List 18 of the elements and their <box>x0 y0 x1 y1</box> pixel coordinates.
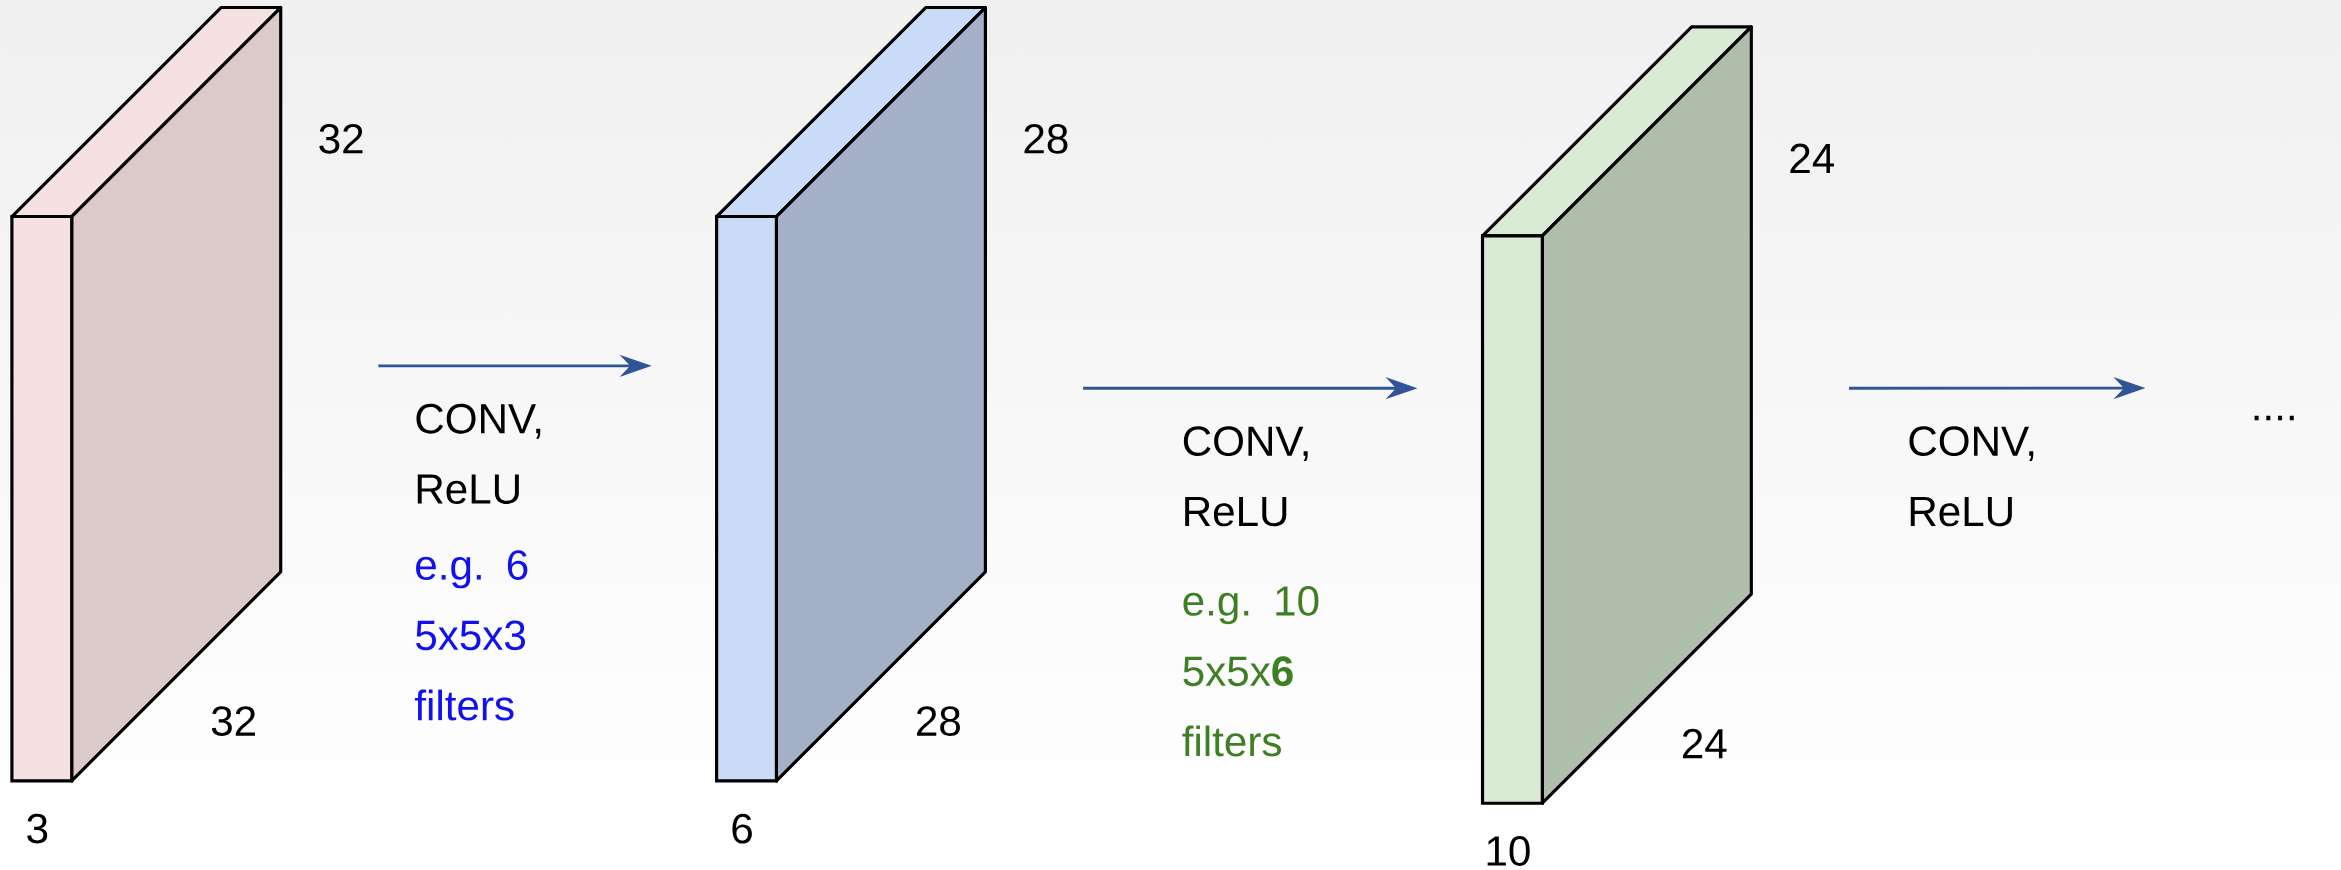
filter-note: e.g. 10 5x5x6 filters <box>1182 585 1319 757</box>
volume-block <box>1480 25 1753 805</box>
edge-label: CONV, ReLU <box>1909 426 2034 527</box>
dimension-label: 24 <box>1790 143 1834 173</box>
filter-note: e.g. 6 5x5x3 filters <box>414 549 528 721</box>
dimension-label: 28 <box>917 706 960 736</box>
dimension-label: 24 <box>1682 728 1727 759</box>
dimension-label: 32 <box>319 123 363 154</box>
dimension-label: 3 <box>27 813 48 844</box>
dimension-label: 28 <box>1024 123 1068 154</box>
volume-block <box>10 5 283 783</box>
dimension-label: 6 <box>732 813 752 844</box>
edge-label: CONV, ReLU <box>416 403 541 504</box>
volume-block <box>715 5 987 783</box>
continuation-dots: .... <box>2254 415 2294 421</box>
edge-label: CONV, ReLU <box>1183 426 1308 527</box>
dimension-label: 32 <box>211 706 255 736</box>
dimension-label: 10 <box>1487 835 1530 866</box>
